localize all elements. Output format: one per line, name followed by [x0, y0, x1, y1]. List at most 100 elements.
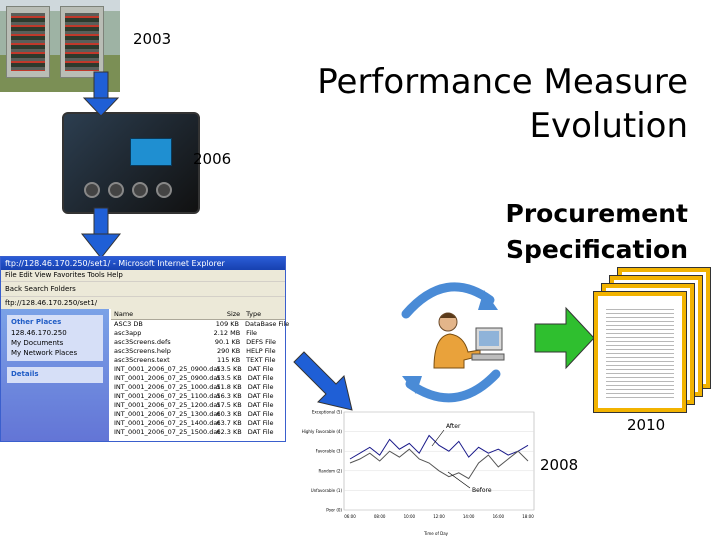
file-size-cell: 109 KB	[215, 320, 239, 328]
details-header[interactable]: Details	[11, 370, 39, 378]
file-size-cell: 90.1 KB	[214, 338, 241, 346]
file-type-cell: DAT File	[247, 392, 274, 400]
controller-connector	[84, 182, 100, 198]
file-type-cell: DAT File	[247, 428, 274, 436]
window-title-bar[interactable]: ftp://128.46.170.250/set1/ - Microsoft I…	[1, 257, 285, 270]
file-type-cell: DAT File	[247, 410, 274, 418]
other-places-panel: Other Places 128.46.170.250 My Documents…	[7, 315, 103, 361]
after-annotation: After	[446, 423, 461, 430]
file-type-cell: DAT File	[247, 365, 274, 373]
cycle-arrow-icon	[402, 369, 501, 403]
signal-controller-image	[62, 112, 200, 214]
specification-document-stack	[594, 268, 710, 418]
year-2010-label: 2010	[627, 416, 666, 434]
file-name-cell: INT_0001_2006_07_25_0900.dat	[114, 374, 220, 382]
other-place-link[interactable]: 128.46.170.250	[11, 329, 67, 337]
file-row[interactable]: asc3app 2.12 MB File	[111, 329, 285, 338]
before-series-line	[349, 448, 529, 480]
window-menu-bar[interactable]: File Edit View Favorites Tools Help	[1, 270, 285, 281]
file-list-header: Name Size Type	[111, 309, 285, 320]
y-tick-label: Poor (0)	[326, 508, 342, 513]
file-size-cell: 53.5 KB	[216, 365, 242, 373]
after-pointer	[431, 429, 445, 447]
person-at-computer-icon	[433, 312, 505, 369]
file-size-cell: 57.5 KB	[216, 401, 242, 409]
address-bar[interactable]: ftp://128.46.170.250/set1/	[1, 296, 285, 309]
title-line-2: Evolution	[529, 106, 688, 146]
before-pointer	[447, 471, 471, 489]
file-name-cell: INT_0001_2006_07_25_1400.dat	[114, 419, 220, 427]
file-type-cell: DataBase File	[245, 320, 290, 328]
file-size-cell: 53.5 KB	[216, 374, 242, 382]
y-tick-label: Exceptional (5)	[312, 410, 343, 415]
file-name-cell: INT_0001_2006_07_25_0900.dat	[114, 365, 220, 373]
file-type-cell: DAT File	[247, 401, 274, 409]
column-name[interactable]: Name	[114, 310, 134, 318]
file-name-cell: ASC3 DB	[114, 320, 143, 328]
file-name-cell: INT_0001_2006_07_25_1300.dat	[114, 410, 220, 418]
year-2003-label: 2003	[133, 30, 172, 48]
down-arrow-icon	[80, 207, 122, 259]
other-place-link[interactable]: My Documents	[11, 339, 64, 347]
file-name-cell: asc3Screens.help	[114, 347, 171, 355]
file-type-cell: DAT File	[247, 374, 274, 382]
file-type-cell: TEXT File	[246, 356, 276, 364]
y-tick-label: Favorable (3)	[316, 449, 343, 454]
document-page	[594, 292, 686, 412]
x-tick-label: 14:00	[463, 514, 475, 519]
y-tick-label: Highly Favorable (4)	[302, 429, 343, 434]
file-name-cell: asc3Screens.text	[114, 356, 170, 364]
performance-chart: Exceptional (5) Highly Favorable (4) Favor…	[302, 410, 535, 536]
file-size-cell: 51.8 KB	[216, 383, 242, 391]
file-name-cell: INT_0001_2006_07_25_1500.dat	[114, 428, 220, 436]
column-type[interactable]: Type	[246, 310, 262, 318]
x-tick-label: 18:00	[522, 514, 534, 519]
file-row[interactable]: ASC3 DB 109 KB DataBase File	[111, 320, 290, 329]
file-name-cell: INT_0001_2006_07_25_1100.dat	[114, 392, 220, 400]
year-2008-label: 2008	[540, 456, 579, 474]
file-type-cell: File	[246, 329, 258, 337]
details-panel: Details	[7, 367, 103, 383]
file-name-cell: INT_0001_2006_07_25_1200.dat	[114, 401, 220, 409]
file-type-cell: DEFS File	[246, 338, 276, 346]
other-places-header[interactable]: Other Places	[11, 318, 62, 326]
file-name-cell: asc3app	[114, 329, 142, 337]
after-series-line	[349, 434, 529, 460]
down-arrow-icon	[82, 71, 120, 117]
file-type-cell: DAT File	[247, 383, 274, 391]
file-size-cell: 290 KB	[216, 347, 241, 355]
controller-screen	[130, 138, 172, 166]
plot-area	[343, 411, 535, 511]
file-row[interactable]: asc3Screens.text 115 KB TEXT File	[111, 356, 285, 365]
file-size-cell: 56.3 KB	[216, 392, 242, 400]
controller-connector	[108, 182, 124, 198]
x-tick-label: 06:00	[344, 514, 356, 519]
file-size-cell: 115 KB	[216, 356, 241, 364]
file-size-cell: 60.3 KB	[216, 410, 242, 418]
year-2006-label: 2006	[193, 150, 232, 168]
column-size[interactable]: Size	[226, 310, 241, 318]
before-annotation: Before	[472, 487, 492, 494]
window-toolbar[interactable]: Back Search Folders	[1, 281, 285, 296]
cycle-arrow-icon	[401, 282, 498, 319]
x-tick-label: 12:00	[433, 514, 445, 519]
traffic-cabinet-photo	[0, 0, 120, 92]
cabinet-right	[60, 6, 104, 78]
file-size-cell: 63.7 KB	[216, 419, 242, 427]
ftp-explorer-window: ftp://128.46.170.250/set1/ - Microsoft I…	[0, 256, 290, 442]
file-size-cell: 2.12 MB	[213, 329, 241, 337]
other-place-link[interactable]: My Network Places	[11, 349, 78, 357]
controller-connector	[156, 182, 172, 198]
file-size-cell: 62.3 KB	[216, 428, 242, 436]
x-tick-label: 08:00	[374, 514, 386, 519]
